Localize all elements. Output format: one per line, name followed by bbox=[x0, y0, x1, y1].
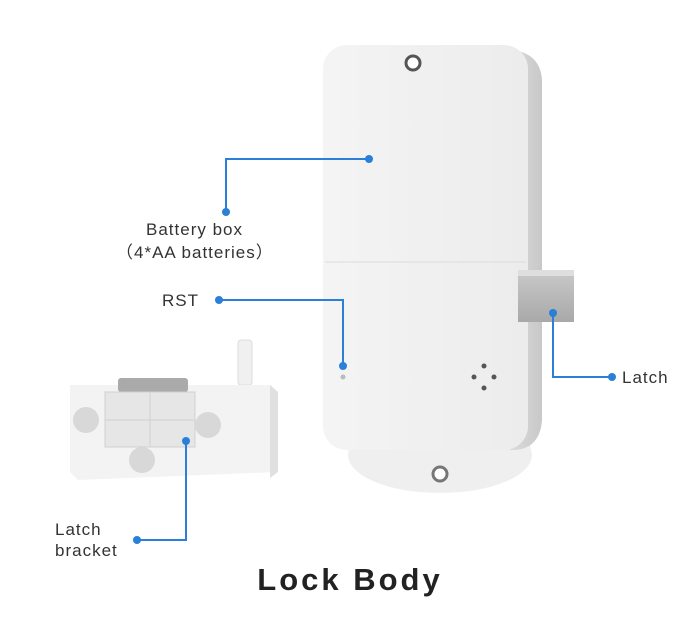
callout-dots bbox=[133, 155, 616, 544]
lock-body bbox=[323, 45, 542, 450]
battery-box-label: Battery box bbox=[146, 220, 243, 239]
speaker-holes bbox=[471, 363, 497, 391]
callout-lines bbox=[137, 158, 612, 541]
rst-label: RST bbox=[162, 291, 199, 310]
diagram-title: Lock Body bbox=[257, 562, 443, 597]
latch-bracket-label-2: bracket bbox=[55, 541, 118, 560]
rst-hole bbox=[340, 374, 346, 380]
latch-bracket bbox=[70, 339, 278, 480]
battery-sub-label: （4*AA batteries） bbox=[116, 243, 274, 262]
latch bbox=[518, 270, 574, 322]
latch-bracket-label-1: Latch bbox=[55, 520, 102, 539]
latch-label: Latch bbox=[622, 368, 669, 387]
